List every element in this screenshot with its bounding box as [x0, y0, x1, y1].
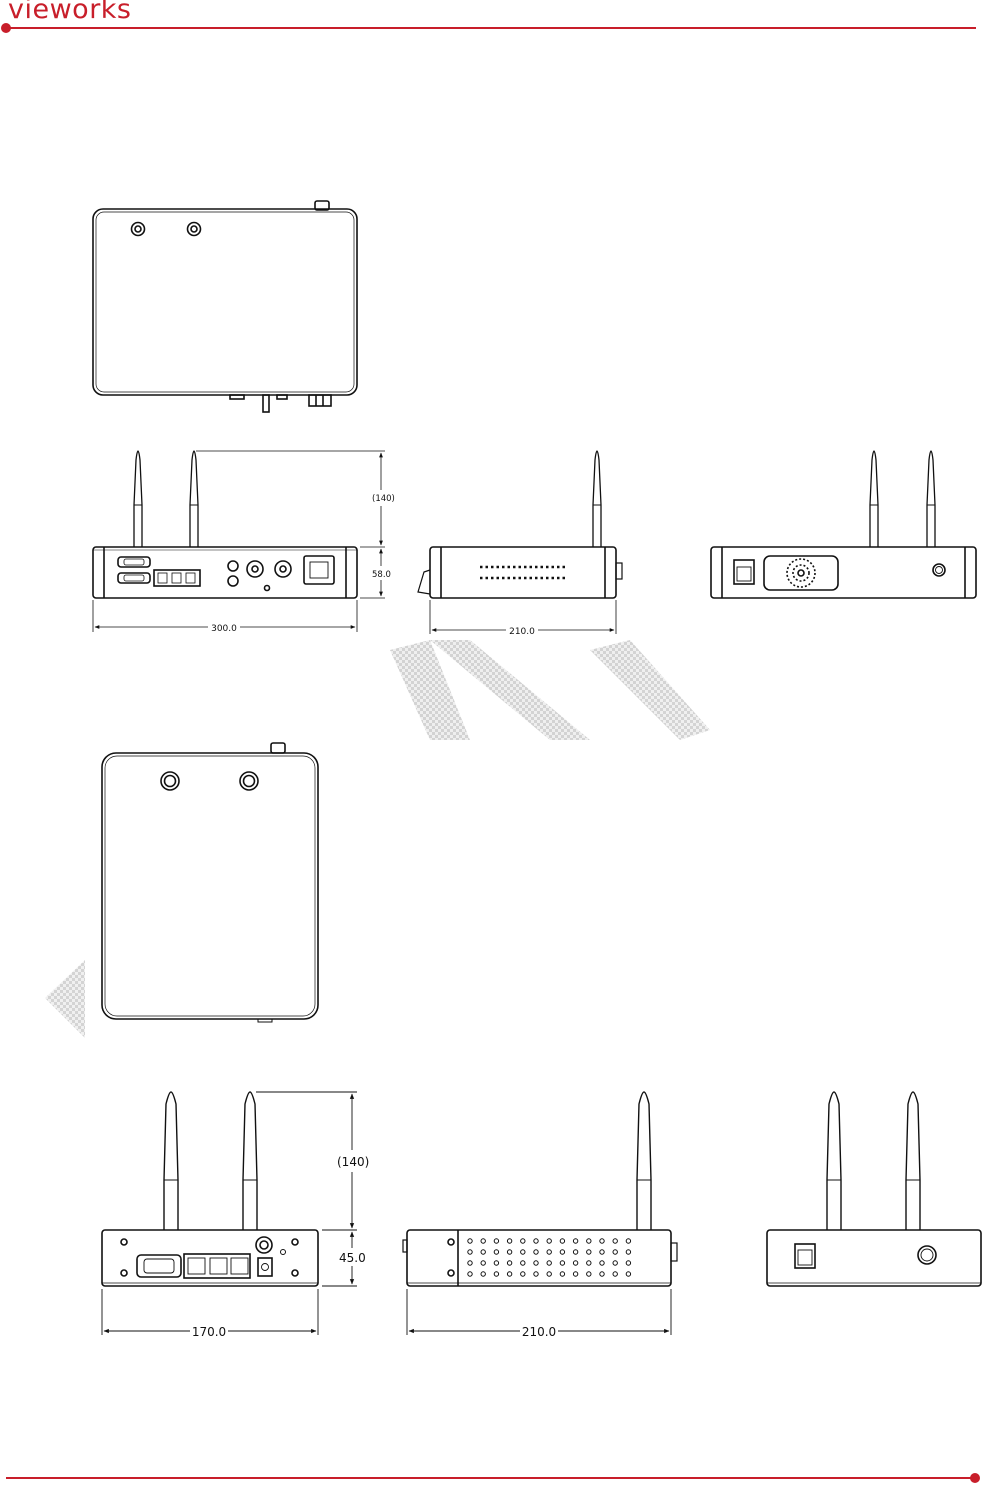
footer-rule	[6, 1477, 976, 1479]
drawing1-rear-view	[711, 451, 976, 598]
drawing2-height-label: 45.0	[339, 1251, 366, 1265]
drawing2-width-label: 170.0	[192, 1325, 226, 1339]
drawing2-top-view	[102, 743, 318, 1022]
drawing1-front-dimensions	[93, 451, 385, 632]
drawing2-side-vent-grid	[468, 1239, 631, 1276]
drawing1-side-view	[418, 451, 622, 598]
drawing2-depth-label: 210.0	[522, 1325, 556, 1339]
footer-rule-dot	[970, 1473, 980, 1483]
drawing1-front-view	[93, 451, 357, 598]
watermark	[45, 640, 710, 1038]
drawing1-antenna-label: (140)	[372, 494, 395, 504]
drawing1-width-label: 300.0	[211, 624, 237, 634]
drawing1-height-label: 58.0	[372, 570, 391, 580]
drawing2-front-view	[102, 1092, 318, 1286]
drawing2-front-dimensions	[102, 1092, 357, 1335]
drawing2-antenna-label: (140)	[337, 1155, 369, 1169]
drawing2-side-view	[403, 1092, 677, 1286]
drawing1-depth-label: 210.0	[509, 627, 535, 637]
drawing1-top-view	[93, 201, 357, 412]
drawing2-rear-view	[767, 1092, 981, 1286]
